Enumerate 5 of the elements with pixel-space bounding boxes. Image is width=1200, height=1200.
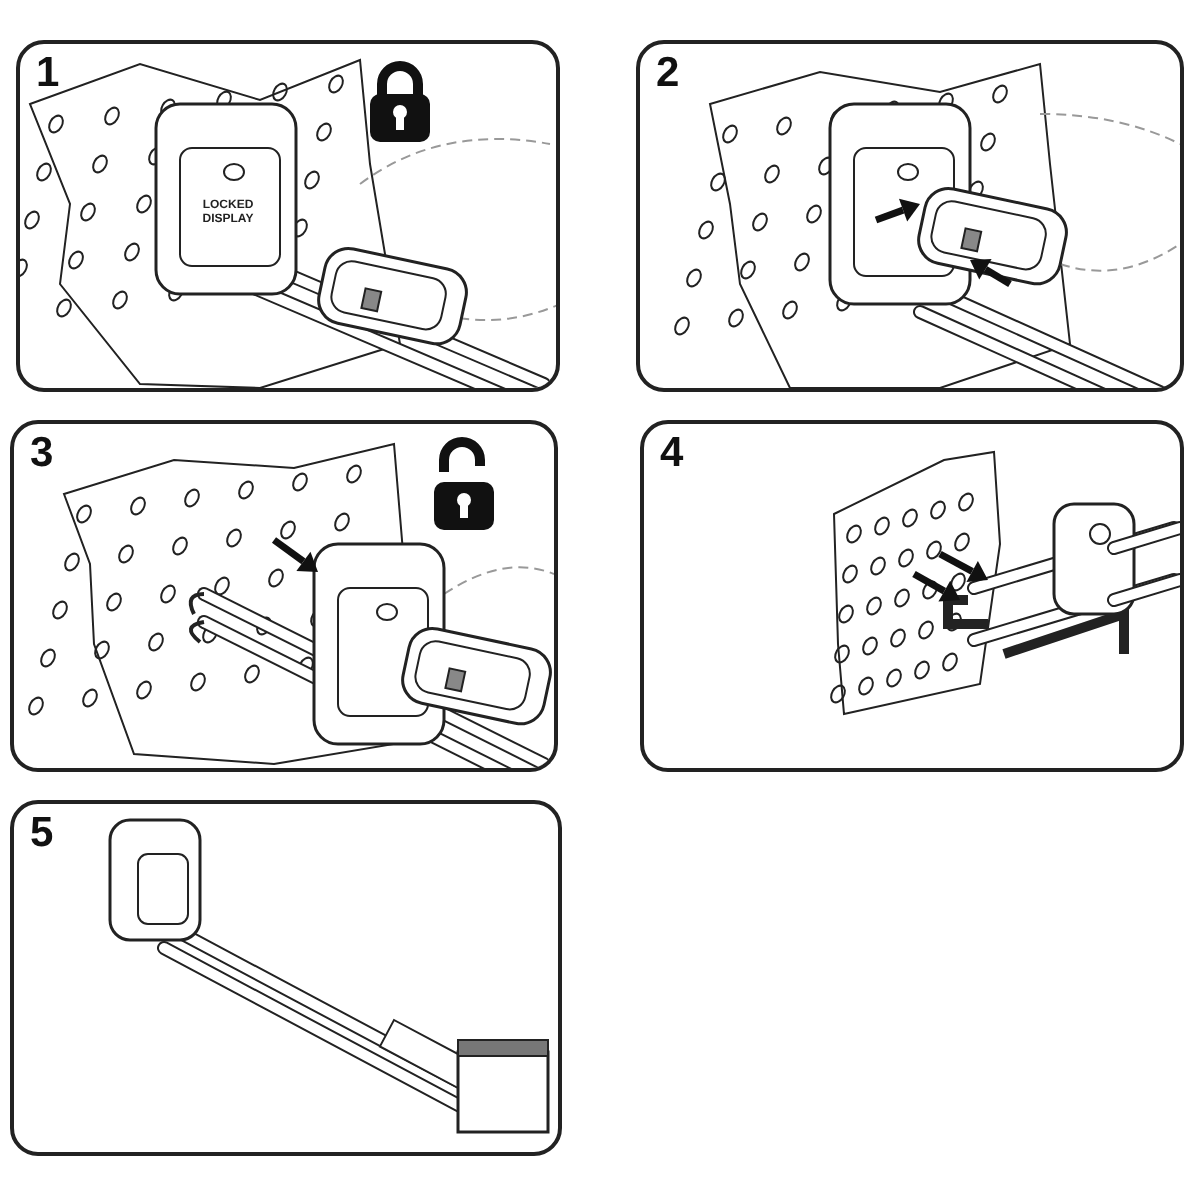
step-number: 4 bbox=[660, 432, 684, 476]
step-number: 1 bbox=[36, 52, 60, 96]
step-number: 5 bbox=[30, 812, 54, 856]
step-number: 2 bbox=[656, 52, 680, 96]
step-number: 3 bbox=[30, 432, 54, 476]
